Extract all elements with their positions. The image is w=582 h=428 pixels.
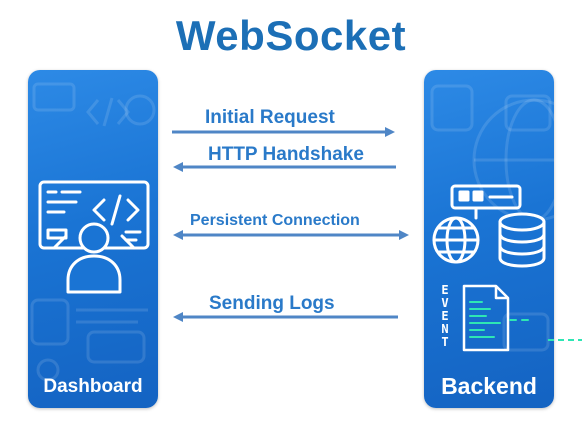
- persistent-connection-label: Persistent Connection: [190, 212, 360, 229]
- developer-at-code-monitor-icon: [38, 180, 150, 294]
- event-letter: E: [441, 309, 449, 323]
- dashboard-background-pattern: [30, 82, 156, 382]
- event-letter: T: [441, 335, 449, 349]
- event-letter: E: [441, 283, 449, 297]
- http-handshake-label: HTTP Handshake: [208, 144, 364, 165]
- dashboard-label: Dashboard: [43, 376, 143, 397]
- accent-dash-decoration: [548, 339, 582, 341]
- backend-label: Backend: [441, 373, 537, 399]
- sending-logs-label: Sending Logs: [209, 293, 335, 314]
- server-globe-database-icon: [432, 184, 546, 268]
- log-document-icon: [462, 284, 529, 352]
- event-letter: N: [441, 322, 449, 336]
- dashboard-panel: Dashboard: [28, 70, 158, 408]
- backend-panel: E V E N T Backend: [424, 70, 554, 408]
- initial-request-label: Initial Request: [205, 107, 335, 128]
- diagram-title: WebSocket: [175, 12, 407, 59]
- event-vertical-label: E V E N T: [438, 284, 452, 349]
- event-letter: V: [441, 296, 449, 310]
